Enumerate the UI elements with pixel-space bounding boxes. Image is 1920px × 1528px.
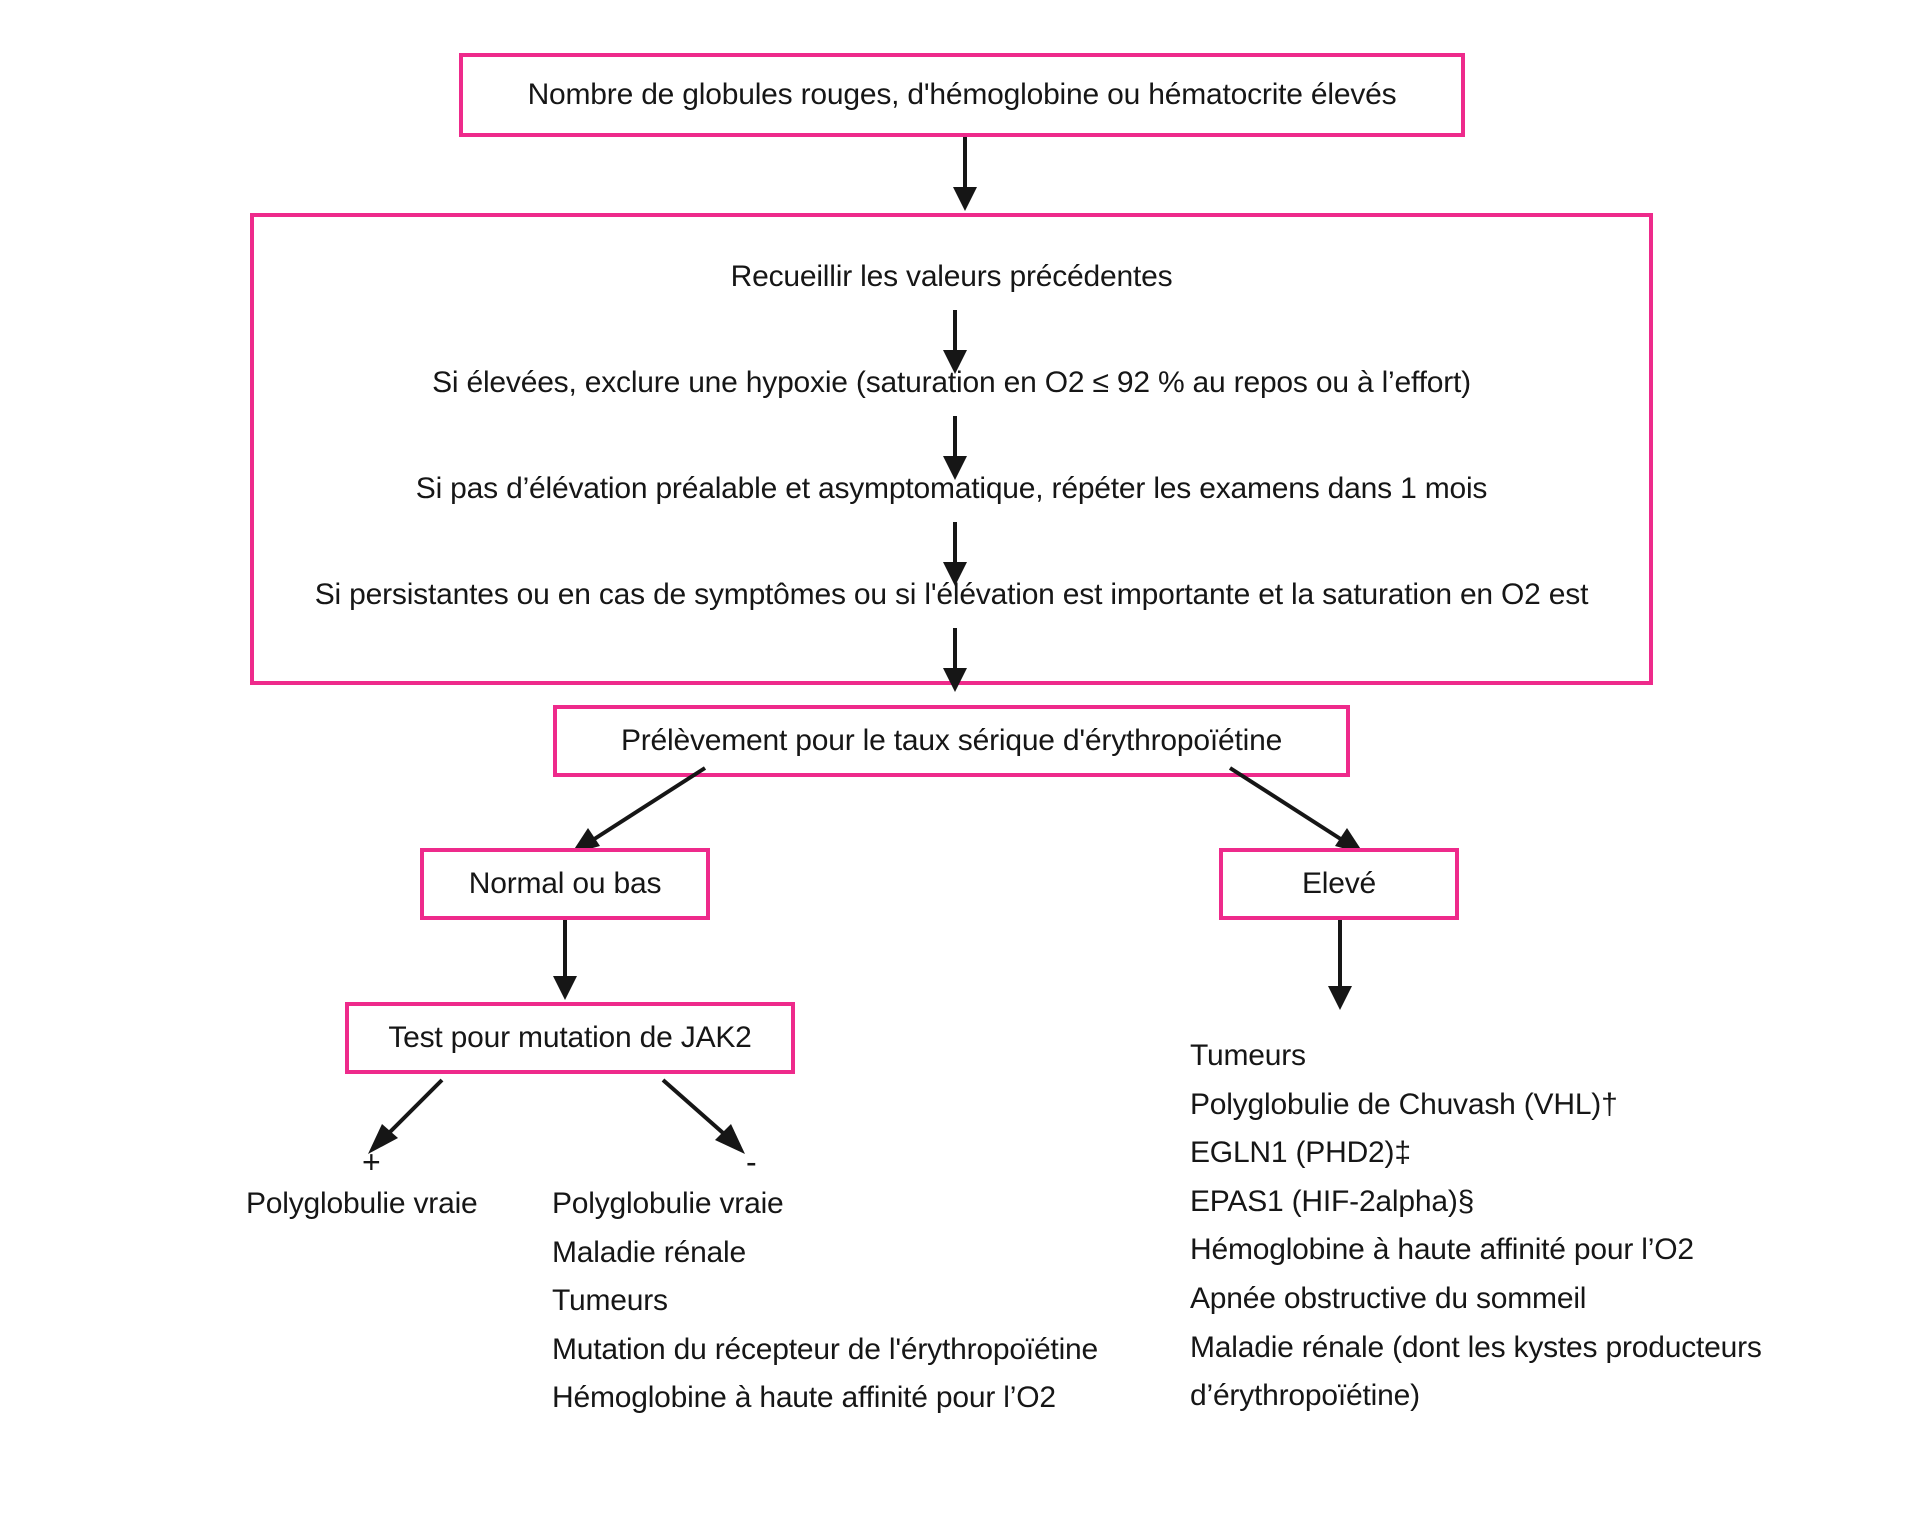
workup-line-2: Si élevées, exclure une hypoxie (saturat… [432,366,1471,399]
node-epo-sampling-label: Prélèvement pour le taux sérique d'éryth… [620,724,1283,757]
list-item: Hémoglobine à haute affinité pour l’O2 [552,1381,1056,1415]
list-item: Polyglobulie vraie [246,1187,478,1220]
arrow-top-to-workup [953,137,977,211]
list-item: Maladie rénale (dont les kystes producte… [1190,1330,1762,1364]
outcome-list-jak2-positive: Polyglobulie vraie [246,1180,546,1229]
list-item: Tumeurs [1190,1039,1306,1072]
node-elevated-counts-label: Nombre de globules rouges, d'hémoglobine… [527,78,1397,111]
arrow-elevated-to-list [1328,920,1352,1010]
node-elevated-epo: Elevé [1219,848,1459,920]
arrow-jak2-negative [661,1078,745,1154]
node-epo-sampling: Prélèvement pour le taux sérique d'éryth… [553,705,1350,777]
list-item: EGLN1 (PHD2)‡ [1190,1136,1411,1170]
list-item: EPAS1 (HIF-2alpha)§ [1190,1184,1475,1218]
node-elevated-counts: Nombre de globules rouges, d'hémoglobine… [459,53,1465,137]
list-item: Apnée obstructive du sommeil [1190,1281,1587,1315]
arrow-normal-low-to-jak2 [553,920,577,1000]
list-item: Polyglobulie vraie [552,1187,784,1220]
list-item: d’érythropoïétine) [1190,1379,1420,1413]
list-item: Maladie rénale [552,1235,746,1269]
branch-label-jak2-negative: - [746,1144,757,1180]
outcome-list-jak2-negative: Polyglobulie vraie Maladie rénale Tumeur… [552,1180,1192,1423]
arrow-jak2-positive [368,1078,444,1154]
workup-line-4: Si persistantes ou en cas de symptômes o… [314,578,1589,611]
node-initial-workup: Recueillir les valeurs précédentes Si él… [250,213,1653,692]
node-elevated-epo-label: Elevé [1301,867,1377,900]
outcome-list-elevated-epo: Tumeurs Polyglobulie de Chuvash (VHL)† E… [1190,1032,1870,1421]
workup-line-3: Si pas d’élévation préalable et asymptom… [415,472,1488,505]
node-normal-or-low-label: Normal ou bas [468,867,662,900]
list-item: Hémoglobine à haute affinité pour l’O2 [1190,1233,1694,1267]
node-jak2-test: Test pour mutation de JAK2 [345,1002,795,1074]
arrow-workup-4-to-epo [943,628,967,692]
list-item: Mutation du récepteur de l'érythropoïéti… [552,1332,1098,1366]
node-jak2-test-label: Test pour mutation de JAK2 [388,1021,752,1054]
list-item: Tumeurs [552,1284,668,1318]
workup-line-1: Recueillir les valeurs précédentes [730,260,1173,293]
branch-label-jak2-positive: + [362,1144,381,1180]
list-item: Polyglobulie de Chuvash (VHL)† [1190,1087,1618,1121]
node-normal-or-low: Normal ou bas [420,848,710,920]
